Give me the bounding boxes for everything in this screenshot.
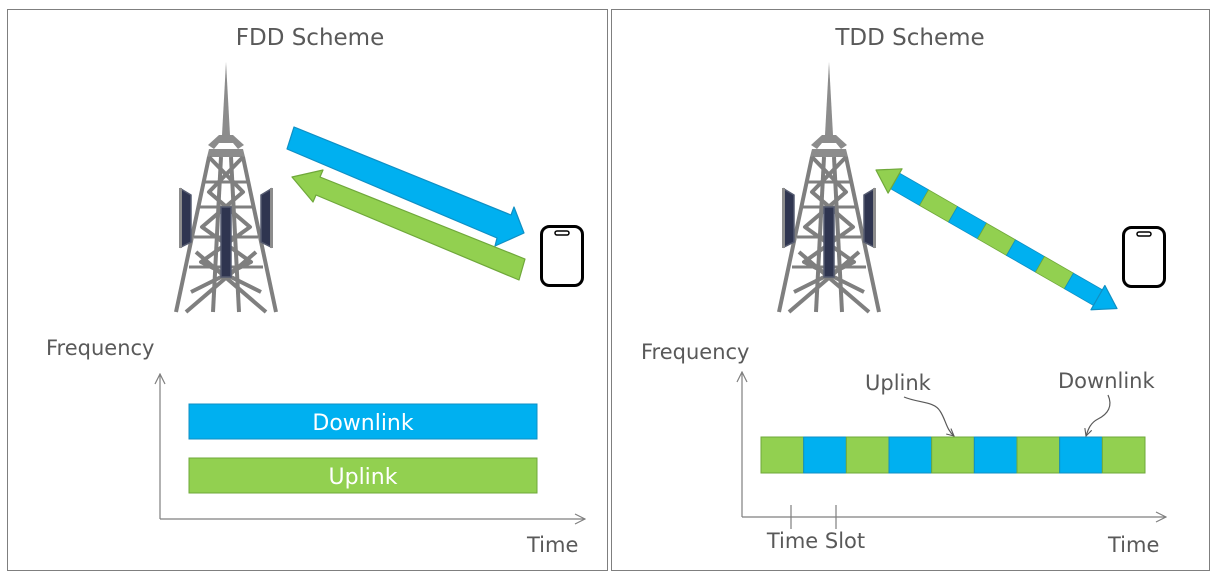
tdd-link-arrow	[875, 168, 1118, 311]
fdd-downlink-band	[188, 403, 538, 440]
smartphone-icon	[540, 225, 584, 287]
uplink-time-slot	[931, 436, 975, 474]
downlink-time-slot	[888, 436, 933, 474]
fdd-uplink-label: Uplink	[329, 465, 398, 490]
downlink-time-slot	[973, 436, 1018, 474]
downlink-time-slot	[803, 436, 847, 474]
uplink-time-slot	[1016, 436, 1061, 474]
uplink-callout-arrow	[903, 396, 954, 436]
tdd-slot-strip	[760, 436, 1146, 474]
fdd-uplink-band	[188, 457, 538, 494]
tdd-x-axis-label: Time	[1107, 533, 1159, 557]
tdd-uplink-callout: Uplink	[865, 371, 932, 395]
tdd-panel	[611, 9, 1210, 571]
uplink-time-slot	[845, 436, 890, 474]
time-slot-label: Time Slot	[766, 529, 865, 553]
tdd-title: TDD Scheme	[834, 25, 984, 51]
downlink-time-slot	[1059, 436, 1103, 474]
tdd-downlink-callout: Downlink	[1058, 369, 1155, 393]
cell-tower-icon	[174, 60, 278, 314]
fdd-uplink-arrow	[291, 169, 526, 281]
fdd-title: FDD Scheme	[236, 25, 385, 51]
fdd-panel	[7, 9, 608, 571]
fdd-y-axis-label: Frequency	[46, 336, 155, 360]
downlink-callout-arrow	[1086, 394, 1111, 436]
fdd-x-axis-label: Time	[526, 533, 578, 557]
cell-tower-icon	[777, 60, 881, 314]
fdd-downlink-arrow	[286, 126, 525, 247]
tdd-y-axis-label: Frequency	[641, 340, 750, 364]
uplink-time-slot	[760, 436, 805, 474]
smartphone-icon	[1122, 226, 1166, 288]
uplink-time-slot	[1101, 436, 1146, 474]
fdd-downlink-label: Downlink	[312, 411, 414, 436]
